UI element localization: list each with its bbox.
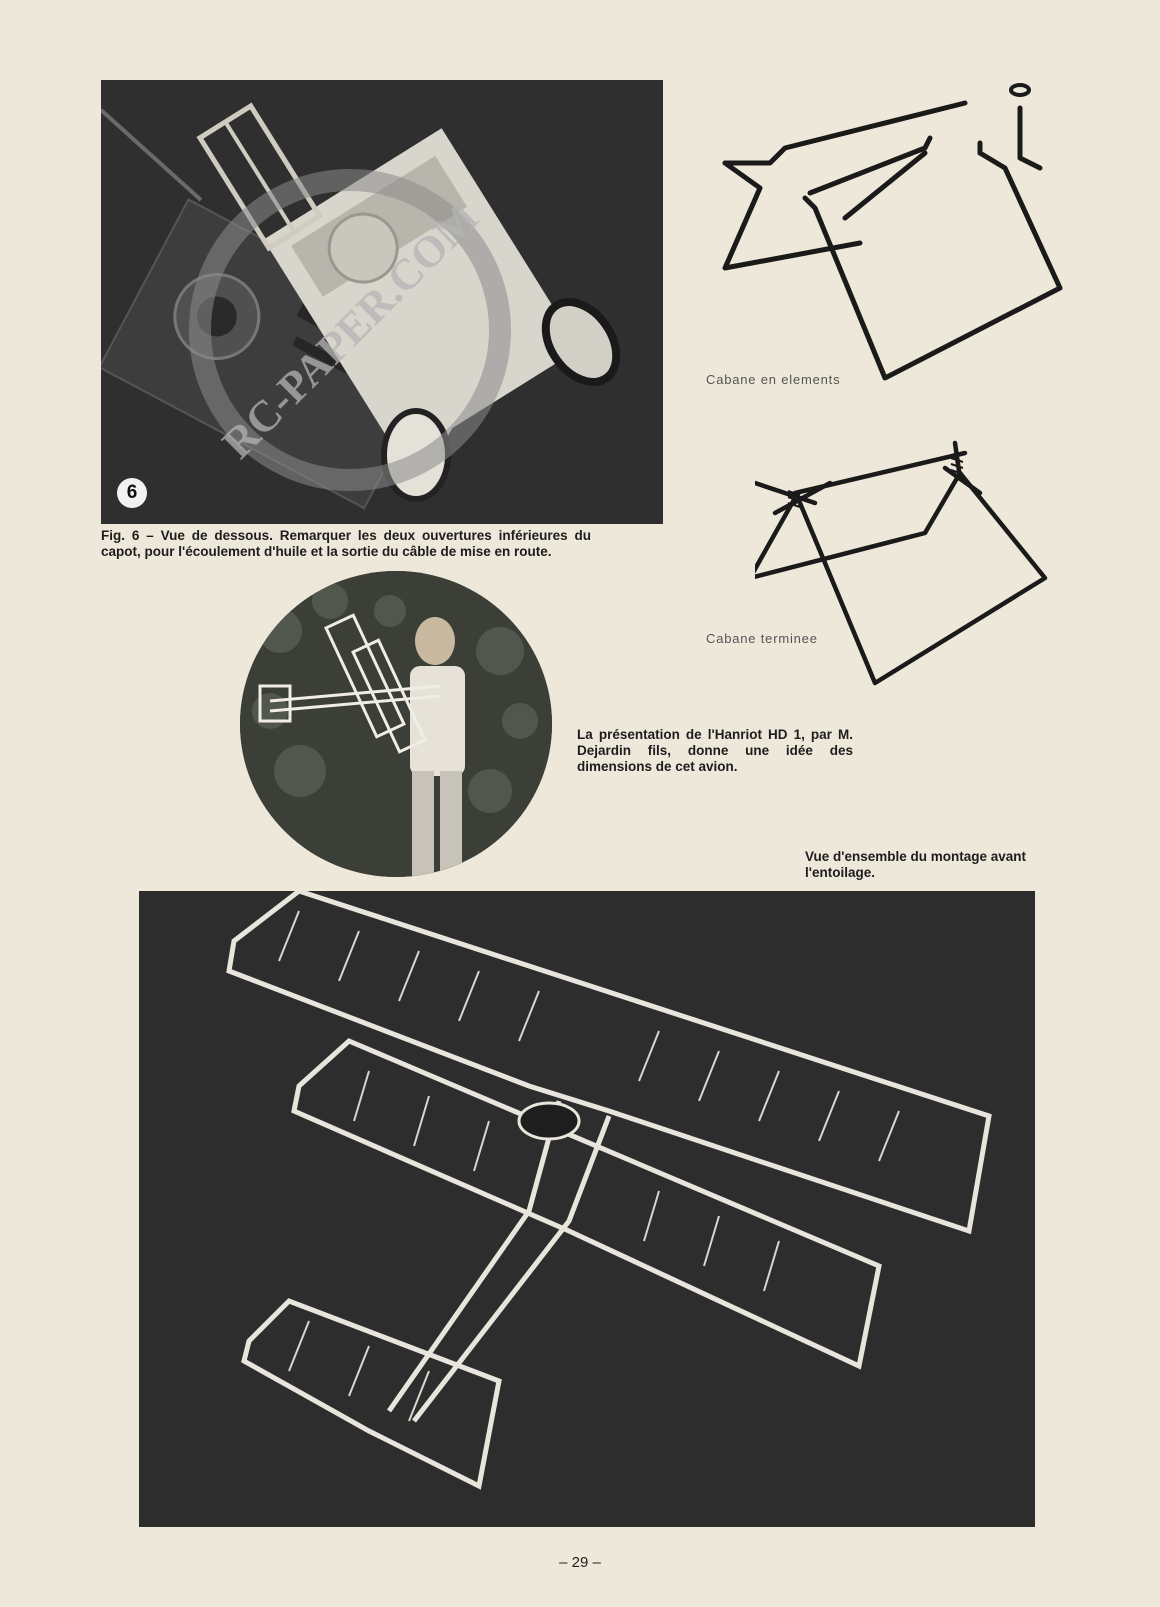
- page-number: – 29 –: [559, 1554, 601, 1571]
- caption-hanriot-presentation: La présentation de l'Hanriot HD 1, par M…: [577, 727, 853, 774]
- label-cabane-elements: Cabane en elements: [706, 372, 841, 387]
- cabane-elements-sketch: [722, 83, 1063, 381]
- photo-underside-view: 6: [101, 80, 663, 524]
- underside-illustration: [101, 80, 663, 524]
- photo-hanriot-presentation: [240, 571, 552, 877]
- caption-vue-ensemble: Vue d'ensemble du montage avant l'entoil…: [805, 849, 1027, 880]
- presentation-illustration: [240, 571, 552, 877]
- figure-number-badge: 6: [117, 478, 147, 508]
- cabane-terminee-sketch: [755, 440, 1048, 686]
- photo-airframe-overview: [139, 891, 1035, 1527]
- caption-fig6: Fig. 6 – Vue de dessous. Remarquer les d…: [101, 528, 591, 559]
- label-cabane-terminee: Cabane terminee: [706, 631, 818, 646]
- airframe-illustration: [139, 891, 1035, 1527]
